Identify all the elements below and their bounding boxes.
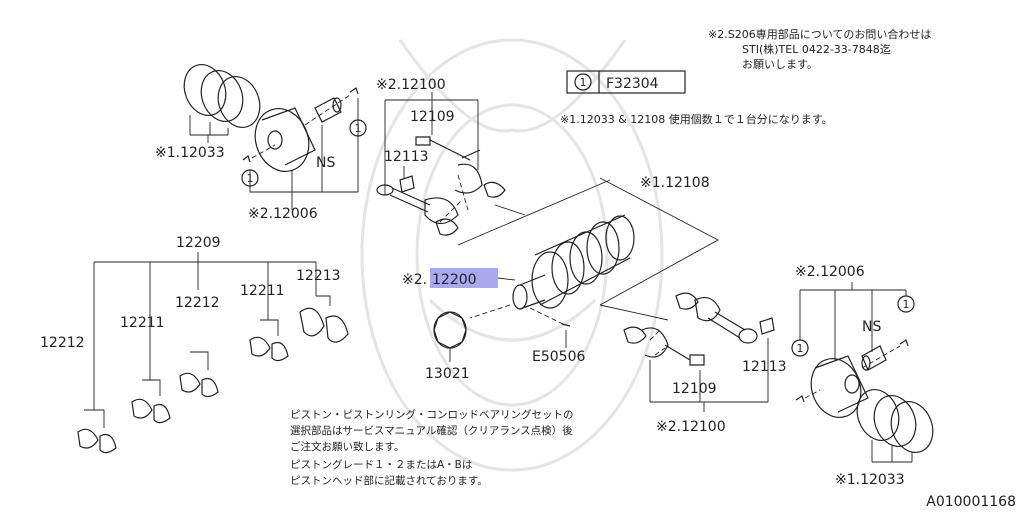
piston-left <box>254 107 316 172</box>
bearing-set-12211b <box>249 319 289 362</box>
label-rings-left: ※1.12033 <box>155 145 225 161</box>
footer-note-line-3: ご注文お願い致します。 <box>290 440 404 453</box>
header-note-line-1: ※2.S206専用部品についてのお問い合わせは <box>708 27 931 41</box>
footer-note-line-4: ピストングレード１・２またはA・Bは <box>290 458 472 471</box>
bearing-shell-bottom-1 <box>675 292 699 310</box>
nut-top <box>399 175 415 193</box>
image-id: A010001168 <box>926 494 1016 510</box>
label-bearing-main: ※1.12108 <box>640 175 710 191</box>
label-ns-right: NS <box>862 319 881 335</box>
label-bearing-12212b: 12212 <box>175 295 220 311</box>
connecting-rod-bottom <box>694 297 758 344</box>
legend-box: 1 F32304 <box>566 70 686 94</box>
crank-key <box>561 323 571 327</box>
legend-code: F32304 <box>606 76 659 92</box>
label-bearing-group: 12209 <box>176 235 221 251</box>
circle-mark-left-1 <box>241 169 259 187</box>
bearing-set-12212b <box>179 351 219 398</box>
label-bearing-12211b: 12211 <box>240 283 285 299</box>
clip-right-bottom <box>795 395 805 403</box>
bolt-bottom <box>664 344 705 366</box>
piston-pin-left <box>314 97 342 123</box>
label-crankshaft-prefix: ※2. <box>402 272 427 288</box>
circle-mark-right-2-text: 1 <box>797 342 804 355</box>
header-note-line-3: お願いします。 <box>742 58 818 71</box>
label-rod-bottom: ※2.12100 <box>656 419 726 435</box>
connecting-rod-top <box>376 184 459 225</box>
clip-left-top <box>349 87 359 95</box>
label-nut-bottom: 12113 <box>742 359 787 375</box>
circle-mark-left-1-text: 1 <box>247 172 254 185</box>
crankshaft-highlight[interactable] <box>430 268 498 288</box>
header-note-line-2: STI(株)TEL 0422-33-7848迄 <box>742 42 891 56</box>
bearing-shell-top-2 <box>435 218 459 236</box>
piston-right <box>810 355 869 418</box>
bearing-shell-top-1 <box>483 181 506 198</box>
circle-mark-right-1-text: 1 <box>903 298 910 311</box>
circle-mark-right-2 <box>791 339 809 357</box>
bearing-set-12213 <box>299 295 349 343</box>
footer-note-line-1: ピストン・ピストンリング・コンロッドベアリングセットの <box>290 408 574 421</box>
label-rod-top: ※2.12100 <box>376 77 446 93</box>
crankshaft <box>512 214 635 310</box>
label-bearing-12211a: 12211 <box>120 315 165 331</box>
clip-right-top <box>899 339 909 347</box>
footer-note-line-2: 選択部品はサービスマニュアル確認（クリアランス点検）後 <box>290 424 573 437</box>
piston-rings-right <box>856 389 934 453</box>
bearing-shell-bottom-2 <box>623 326 647 344</box>
bearing-set-12211a <box>131 379 171 424</box>
label-key: E50506 <box>532 349 585 365</box>
nut-bottom <box>759 317 775 335</box>
circle-mark-left-2 <box>349 119 367 137</box>
label-bolt-top: 12109 <box>410 109 455 125</box>
label-nut-top: 12113 <box>384 149 429 165</box>
label-bearing-12213: 12213 <box>296 268 341 284</box>
label-rings-right: ※1.12033 <box>835 472 905 488</box>
bearing-cap-bottom <box>641 327 669 358</box>
legend-symbol: 1 <box>580 76 587 89</box>
label-piston-left: ※2.12006 <box>248 206 318 222</box>
circle-mark-right-1 <box>897 295 915 313</box>
clip-left-bottom <box>242 154 251 163</box>
label-ns-left: NS <box>316 155 335 171</box>
bolt-top <box>415 136 471 161</box>
label-crankshaft[interactable]: 12200 <box>432 272 477 288</box>
footer-note-line-5: ピストンヘッド部に記載されております。 <box>290 474 488 487</box>
label-bolt-bottom: 12109 <box>672 381 717 397</box>
bearing-set-12212a <box>77 409 117 454</box>
circle-mark-left-2-text: 1 <box>355 122 362 135</box>
piston-rings-left <box>183 64 261 128</box>
label-piston-right: ※2.12006 <box>795 264 865 280</box>
label-bearing-12212a: 12212 <box>40 335 85 351</box>
usage-note: ※1.12033 & 12108 使用個数１で１台分になります。 <box>560 112 833 126</box>
watermark-emblem <box>360 38 664 472</box>
label-pulley: 13021 <box>425 366 470 382</box>
